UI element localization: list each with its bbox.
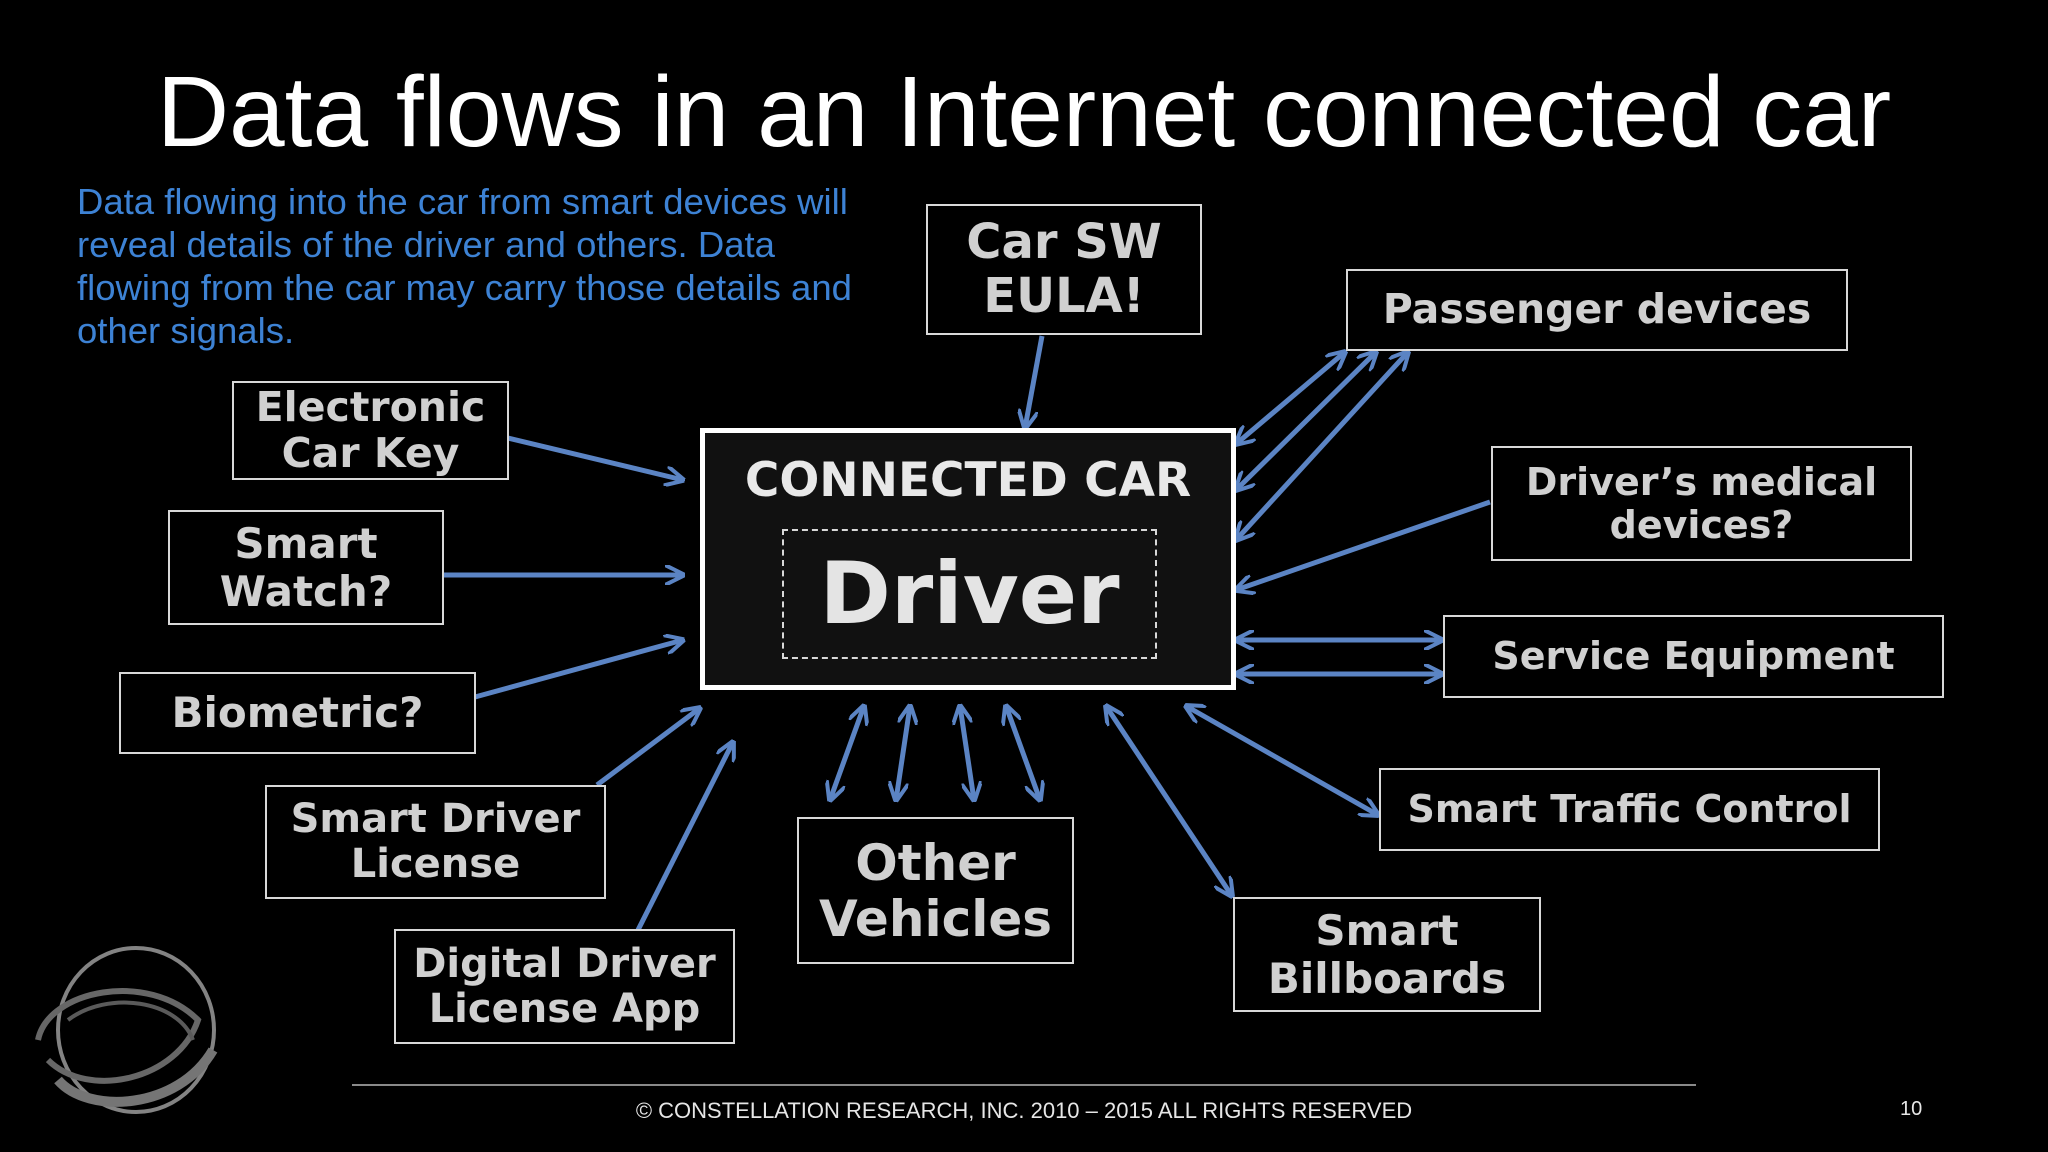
- driver-label: Driver: [819, 544, 1120, 644]
- arrow-vehicles-4: [1006, 706, 1040, 800]
- smart-watch-box: Smart Watch?: [168, 510, 444, 625]
- arrow-vehicles-3: [960, 706, 974, 800]
- connected-car-label: CONNECTED CAR: [744, 453, 1192, 508]
- smart-driver-license-box: Smart Driver License: [265, 785, 606, 899]
- arrow-vehicles-1: [830, 706, 864, 800]
- arrow-billboards: [1106, 706, 1232, 896]
- arrow-key: [507, 435, 683, 480]
- service-equipment-box: Service Equipment: [1443, 615, 1944, 698]
- arrow-traffic: [1186, 706, 1378, 815]
- smart-billboards-box: Smart Billboards: [1233, 897, 1541, 1012]
- constellation-swirl-logo-icon: [35, 946, 218, 1114]
- car-sw-eula-box: Car SW EULA!: [926, 204, 1202, 335]
- copyright-text: © CONSTELLATION RESEARCH, INC. 2010 – 20…: [635, 1098, 1413, 1123]
- arrow-vehicles-2: [896, 706, 910, 800]
- arrow-passenger-2: [1236, 352, 1376, 490]
- smart-traffic-control-box: Smart Traffic Control: [1379, 768, 1880, 851]
- arrow-passenger-3: [1236, 352, 1408, 540]
- arrow-eula: [1025, 335, 1045, 428]
- arrow-digital-license: [635, 742, 733, 932]
- slide-title: Data flows in an Internet connected car: [156, 56, 1892, 168]
- intro-text: Data flowing into the car from smart dev…: [77, 181, 852, 351]
- biometric-box: Biometric?: [119, 672, 476, 754]
- other-vehicles-box: Other Vehicles: [797, 817, 1074, 964]
- arrow-biometric: [474, 640, 683, 700]
- passenger-devices-box: Passenger devices: [1346, 269, 1848, 351]
- medical-devices-box: Driver’s medical devices?: [1491, 446, 1912, 561]
- electronic-car-key-box: Electronic Car Key: [232, 381, 509, 480]
- arrow-medical: [1236, 499, 1491, 590]
- connected-car-box: CONNECTED CAR Driver: [700, 428, 1236, 690]
- arrow-smart-license: [595, 708, 700, 788]
- footer-divider: [352, 1084, 1696, 1086]
- page-number: 10: [1900, 1098, 1923, 1120]
- driver-box: Driver: [782, 529, 1157, 659]
- digital-driver-license-box: Digital Driver License App: [394, 929, 735, 1044]
